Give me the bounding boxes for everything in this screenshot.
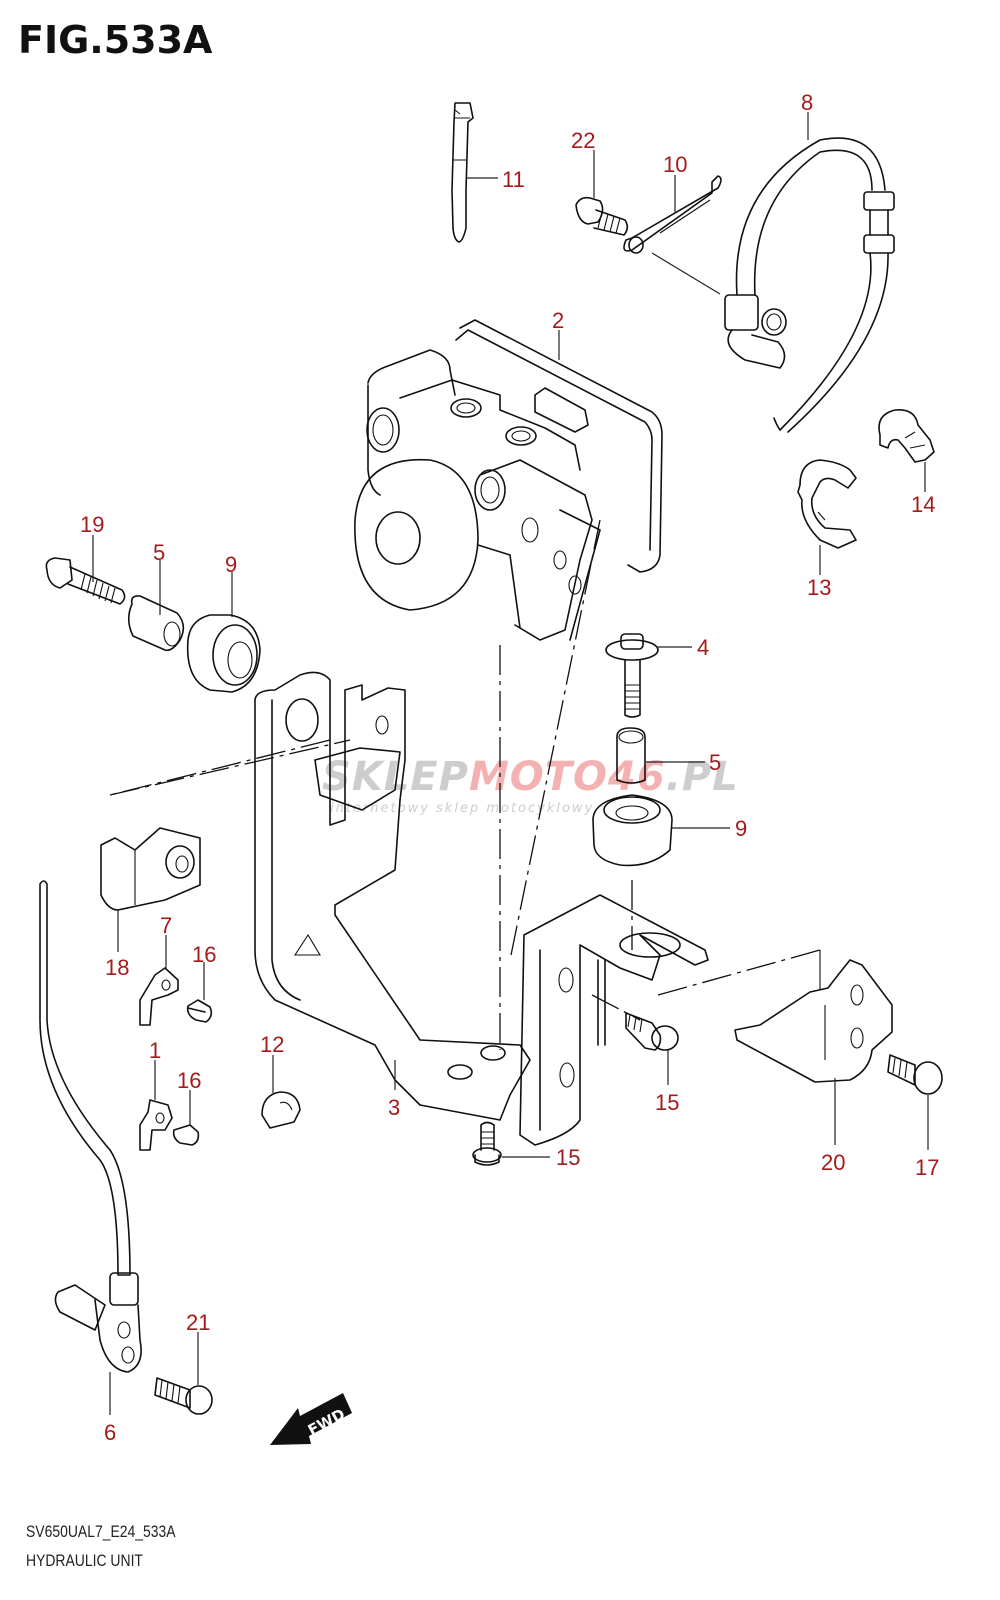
part-12-clamp[interactable]: [261, 1091, 301, 1129]
leader-10-to-8: [651, 252, 721, 295]
callout-17[interactable]: 17: [915, 1155, 939, 1180]
part-1-clamp[interactable]: [139, 1099, 173, 1151]
part-16-bolt-lower[interactable]: [172, 1124, 200, 1146]
svg-text:SKLEPMOTO46.PL: SKLEPMOTO46.PL: [322, 754, 739, 800]
part-14-clamp[interactable]: [878, 408, 935, 463]
part-21-bolt[interactable]: [154, 1377, 213, 1415]
part-7-clamp[interactable]: [139, 967, 179, 1026]
assembly-line-4: [509, 519, 601, 961]
part-3-bracket[interactable]: [254, 671, 531, 1121]
part-9-cushion-right[interactable]: [592, 794, 673, 867]
part-6-rear-sensor[interactable]: [39, 880, 142, 1373]
callout-22[interactable]: 22: [571, 128, 595, 153]
watermark-brand-4: .PL: [666, 754, 739, 800]
callout-8[interactable]: 8: [801, 90, 813, 115]
part-8-front-sensor[interactable]: [724, 137, 895, 433]
callout-20[interactable]: 20: [821, 1150, 845, 1175]
callout-11[interactable]: 11: [502, 167, 525, 192]
part-20-bracket[interactable]: [734, 959, 893, 1083]
watermark-tagline: internetowy sklep motocyklowy: [330, 801, 594, 816]
part-18-cover[interactable]: [100, 827, 201, 911]
callout-12[interactable]: 12: [260, 1032, 284, 1057]
watermark-brand-3: 46: [607, 754, 666, 800]
watermark-brand-1: SKLEP: [322, 754, 469, 800]
callout-16-lower[interactable]: 16: [177, 1068, 201, 1093]
part-15-bolt-right[interactable]: [625, 1012, 679, 1051]
callout-6[interactable]: 6: [104, 1420, 116, 1445]
assembly-line-20: [657, 949, 821, 996]
callout-1[interactable]: 1: [149, 1038, 161, 1063]
part-19-bolt[interactable]: [45, 557, 126, 605]
callout-14[interactable]: 14: [911, 492, 935, 517]
fwd-arrow-icon: FWD: [270, 1393, 352, 1445]
callout-16-upper[interactable]: 16: [192, 942, 216, 967]
callout-labels: 22 10 8 11 2 14 13 19 5 9 4 5 9 18 7 16 …: [80, 90, 939, 1445]
figure-name: HYDRAULIC UNIT: [26, 1551, 143, 1570]
part-2-hydraulic-unit[interactable]: [354, 319, 663, 641]
part-9-cushion-left[interactable]: [186, 614, 261, 693]
assembly-line-18: [109, 739, 351, 796]
callout-21[interactable]: 21: [186, 1310, 210, 1335]
callout-7[interactable]: 7: [160, 913, 172, 938]
callout-10[interactable]: 10: [663, 152, 687, 177]
part-5-spacer-right[interactable]: [616, 727, 646, 784]
part-16-bolt-upper[interactable]: [186, 999, 213, 1023]
part-17-bolt[interactable]: [887, 1054, 943, 1095]
callout-18[interactable]: 18: [105, 955, 129, 980]
part-10-sensor-bracket[interactable]: [623, 175, 722, 254]
watermark-brand-2: MOTO: [469, 754, 608, 800]
part-5-spacer-left[interactable]: [127, 595, 185, 652]
watermark: SKLEPMOTO46.PL internetowy sklep motocyk…: [322, 754, 739, 816]
callout-15-right[interactable]: 15: [655, 1090, 679, 1115]
figure-code: SV650UAL7_E24_533A: [26, 1522, 176, 1541]
callout-13[interactable]: 13: [807, 575, 831, 600]
callout-5-left[interactable]: 5: [153, 540, 165, 565]
callout-2[interactable]: 2: [552, 308, 564, 333]
callout-3[interactable]: 3: [388, 1095, 400, 1120]
callout-19[interactable]: 19: [80, 512, 104, 537]
part-3-bracket-side[interactable]: [519, 894, 709, 1146]
callout-15-lower[interactable]: 15: [556, 1145, 580, 1170]
callout-9-left[interactable]: 9: [225, 552, 237, 577]
figure-title: FIG.533A: [18, 18, 213, 62]
assembly-line-2: [109, 739, 331, 796]
callout-4[interactable]: 4: [697, 635, 709, 660]
part-4-bolt[interactable]: [605, 633, 659, 718]
part-13-clamp[interactable]: [797, 459, 857, 549]
callout-9-right[interactable]: 9: [735, 816, 747, 841]
part-15-bolt-lower[interactable]: [472, 1121, 502, 1166]
assembly-line-15: [591, 994, 641, 1021]
part-22-bolt[interactable]: [575, 196, 629, 236]
callout-5-right[interactable]: 5: [709, 750, 721, 775]
part-11-cable-tie[interactable]: [451, 102, 474, 243]
